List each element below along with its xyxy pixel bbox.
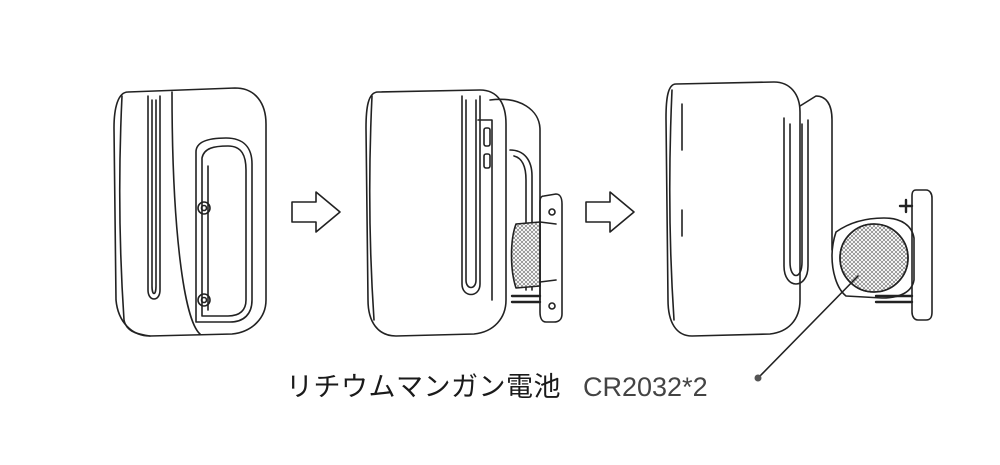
- device-body-outline: [113, 87, 267, 337]
- battery-model: CR2032*2: [583, 372, 708, 402]
- arrow-right-icon: [291, 191, 341, 233]
- leader-line: [759, 275, 859, 377]
- device-body-outline-3: [665, 81, 801, 337]
- device-step-2: [365, 89, 563, 337]
- battery-caption: リチウムマンガン電池 CR2032*2: [286, 372, 708, 403]
- leader-dot: [754, 374, 762, 382]
- battery-door: [195, 137, 253, 323]
- battery-holder: [831, 217, 915, 299]
- device-step-3: [665, 81, 933, 337]
- hinged-plate: [539, 193, 563, 323]
- screw-top: [197, 201, 211, 215]
- device-step-1: [113, 87, 267, 337]
- battery-name: リチウムマンガン電池: [286, 372, 561, 403]
- arrow-right-icon-2: [585, 191, 635, 233]
- battery-cell-2: [510, 221, 541, 289]
- screw-bottom: [197, 293, 211, 307]
- mounting-plate: [911, 189, 933, 321]
- device-body-outline-2: [365, 89, 507, 337]
